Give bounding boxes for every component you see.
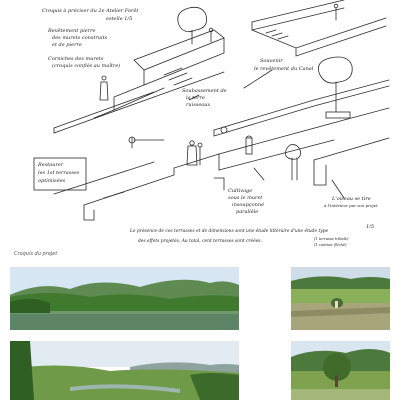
note-top-title: Croquis à préciser du 2e Atelier Forêt (42, 7, 139, 14)
note-bottom-long-1: Le présence de ces terrasses et de dimen… (129, 229, 329, 234)
note-top-item-1b: des murets construits (52, 35, 108, 41)
note-top-item-2: Corniches des murets (48, 56, 104, 62)
note-bottom-long-4: (1 contour fléché) (314, 243, 347, 247)
note-bottom-right-1b: à l'intérieur par son projet (324, 203, 378, 208)
note-mid-right-1c: ruisseaux (186, 102, 211, 108)
note-bottom-long-3: (1 terrasse tribale) (314, 237, 349, 241)
note-mid-right-1b: la terre (186, 95, 205, 101)
note-bottom-center-1: Cultivage (228, 188, 252, 194)
note-far-right-1b: le revêtement du Canal (254, 65, 314, 72)
note-bottom-center-1d: parallèle (236, 208, 258, 215)
note-top-item-1: Revêtement pierre (47, 27, 96, 34)
note-bottom-center-1b: sous le muret (228, 195, 263, 201)
photo-lake-landscape (10, 267, 239, 330)
note-left-mid-1: Restaurer (37, 162, 64, 168)
note-top-sub: estelle 1/5 (106, 16, 132, 22)
concept-sketch: Croquis à préciser du 2e Atelier Forêt e… (14, 0, 390, 256)
note-mid-right-1: Soubassement de (182, 88, 227, 94)
photo-tree-meadow (291, 341, 390, 400)
sketch-drawing: Croquis à préciser du 2e Atelier Forêt e… (33, 0, 390, 247)
figure-caption: Croquis du projet (14, 251, 58, 257)
note-bottom-long-2: des effets projetés. Au total, cent terr… (138, 239, 262, 244)
note-bottom-right-1: L'oiseau se tire (331, 196, 371, 202)
note-scale: 1/5 (366, 224, 374, 230)
note-left-mid-1b: les 1st terrasses (38, 170, 80, 176)
photo-river-valley (10, 341, 239, 400)
note-top-item-1c: et de pierre (52, 42, 82, 48)
note-bottom-center-1c: insoupçonné (232, 201, 264, 208)
note-far-right-1: Souvenir (260, 58, 283, 64)
note-top-item-2b: (croquis confiés au maître) (52, 62, 120, 69)
photo-terrace-field (291, 267, 390, 330)
note-left-mid-1c: optimisées (38, 177, 66, 184)
